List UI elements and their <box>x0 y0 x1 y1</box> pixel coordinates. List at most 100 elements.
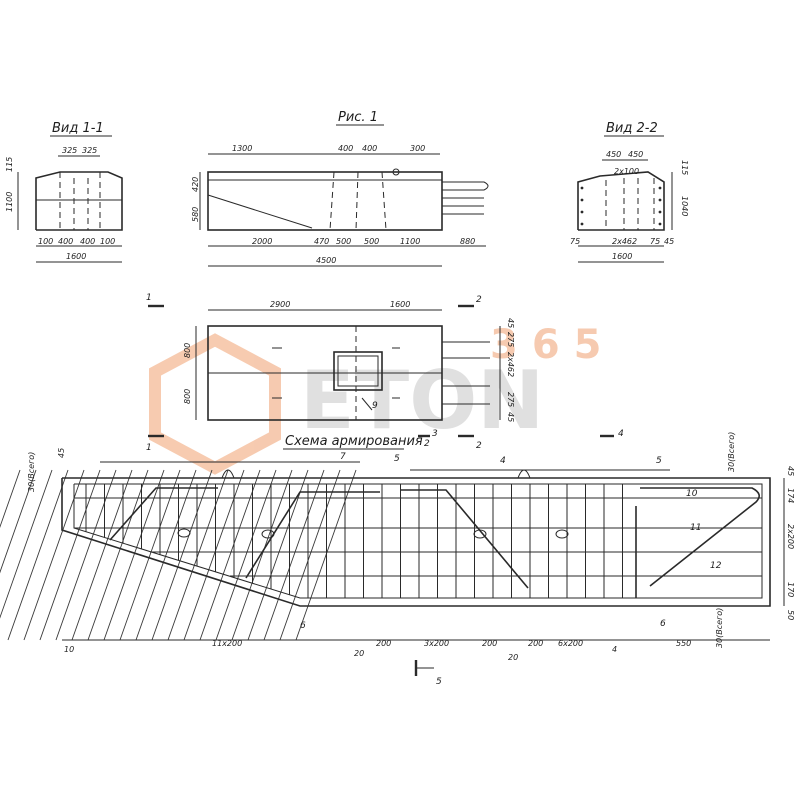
fig1-top-dim: 400 <box>362 144 377 153</box>
plan-top-dim: 2900 <box>270 300 290 309</box>
scheme-right-dim: 2x200 <box>786 524 795 549</box>
view-2-2: 450 450 2x100 115 1040 75 2x462 75 45 16… <box>570 150 689 263</box>
embed-plate-icon <box>555 529 569 539</box>
rebar-dot-icon <box>658 186 662 190</box>
bar-mark: 5 <box>394 454 400 464</box>
hatch-line <box>0 469 53 619</box>
fig1-slope-line <box>207 194 313 229</box>
view22-outline <box>577 171 665 231</box>
section-cut-label: 4 <box>618 429 624 439</box>
bar-mark: 12 <box>710 561 722 571</box>
section-cut-label: 2 <box>476 441 482 451</box>
lifting-loop-icon <box>221 469 235 479</box>
bent-bar <box>640 487 760 587</box>
view11-side-dim: 1100 <box>5 192 14 212</box>
plan-top-dim: 1600 <box>390 300 410 309</box>
scheme-right-dim: 50 <box>786 610 795 620</box>
scheme-right-dim: 45 <box>786 466 795 476</box>
plan-opening-label: 9 <box>372 401 378 411</box>
scheme-right-text: 30(Всего) <box>727 432 736 472</box>
hatch-line <box>23 469 85 641</box>
scheme-bottom-dim: 6x200 <box>558 639 583 648</box>
watermark: ETON 365 <box>149 322 602 475</box>
fig1-hidden-line <box>329 171 335 231</box>
view22-side-dim: 1040 <box>680 196 689 216</box>
embed-plate-icon <box>261 529 275 539</box>
lifting-loop-icon <box>392 168 400 176</box>
scheme-bottom-dim: 10 <box>64 645 74 654</box>
reinforcement-scheme: 7 5 4 5 10 11 12 6 6 45 30(Всего) 45 174… <box>0 432 795 687</box>
hatch-line <box>199 469 261 641</box>
view22-bottom-dim: 2x462 <box>612 237 637 246</box>
plan-side-dim: 45 <box>506 412 515 422</box>
fig1-side-dim: 420 <box>191 177 200 192</box>
plan-side-dim: 2x462 <box>506 352 515 377</box>
view11-top-dim: 325 <box>62 146 77 155</box>
fig1-side-dim: 580 <box>191 207 200 222</box>
hatch-line <box>247 469 309 641</box>
fig1-top-dim: 1300 <box>232 144 252 153</box>
fig1-bottom-dim: 500 <box>336 237 351 246</box>
title-view-1-1: Вид 1-1 <box>52 121 104 136</box>
scheme-bottom-dim: 3x200 <box>424 639 449 648</box>
hatch-line <box>135 469 197 641</box>
view11-overall-dim: 1600 <box>66 252 86 261</box>
bent-bar <box>400 489 529 589</box>
view11-top-dim: 325 <box>82 146 97 155</box>
plan-view: 2900 1600 800 800 45 275 2x462 275 45 9 … <box>146 293 624 453</box>
rebar-dot-icon <box>580 210 584 214</box>
plan-side-dim: 800 <box>183 343 192 358</box>
view11-bottom-dim: 100 <box>100 237 115 246</box>
bar-mark: 6 <box>300 621 306 631</box>
view11-bottom-dim: 400 <box>80 237 95 246</box>
bent-bar <box>109 487 218 541</box>
fig1-outline <box>207 171 443 231</box>
view22-bottom-dim: 75 <box>650 237 660 246</box>
scheme-bottom-extra: 4 <box>612 645 617 654</box>
view11-bottom-dim: 400 <box>58 237 73 246</box>
view11-outline <box>35 171 123 231</box>
plan-side-dim: 800 <box>183 389 192 404</box>
fig1-rebar-outlet <box>442 181 489 191</box>
bar-mark: 11 <box>690 523 701 533</box>
view22-overall-dim: 1600 <box>612 252 632 261</box>
section-cut-label: 1 <box>146 293 152 303</box>
stirrup-group <box>85 484 623 598</box>
fig1-top-dim: 400 <box>338 144 353 153</box>
bar-mark: 4 <box>500 456 506 466</box>
bar-mark: 6 <box>660 619 666 629</box>
hatch-line <box>263 469 325 641</box>
view11-side-dim: 115 <box>5 157 14 172</box>
hatch-line <box>183 469 245 641</box>
fig1-top-dim: 300 <box>410 144 425 153</box>
watermark-hexagon-icon <box>149 333 281 475</box>
section-cut-label: 3 <box>432 429 438 439</box>
title-scheme: Схема армирования <box>285 434 423 449</box>
section-cut-label: 1 <box>146 443 152 453</box>
fig1-hidden-line <box>355 171 359 231</box>
rebar-dot-icon <box>658 222 662 226</box>
section-cut-label: 5 <box>436 677 442 687</box>
view22-inner-dim: 2x100 <box>614 167 639 176</box>
view22-top-dim: 450 <box>628 150 643 159</box>
plan-side-dim: 45 <box>506 318 515 328</box>
hatch-line <box>215 469 277 641</box>
plan-opening <box>333 351 383 391</box>
plan-side-dim: 275 <box>506 332 515 347</box>
plan-side-dim: 275 <box>506 392 515 407</box>
hatch-line <box>103 469 165 641</box>
bar-mark: 7 <box>340 452 346 462</box>
bar-mark: 10 <box>686 489 698 499</box>
hatch-line <box>7 469 69 641</box>
view22-bottom-dim: 75 <box>570 237 580 246</box>
scheme-bottom-dim: 200 <box>376 639 391 648</box>
scheme-outline <box>61 477 771 607</box>
scheme-bottom-dim: 200 <box>528 639 543 648</box>
fig1-elevation: 1300 400 400 300 420 580 2000 470 500 50… <box>191 144 489 267</box>
rebar-dot-icon <box>658 210 662 214</box>
scheme-bottom-dim: 11x200 <box>212 639 242 648</box>
scheme-bottom-dim: 200 <box>482 639 497 648</box>
scheme-right-dim: 170 <box>786 582 795 597</box>
fig1-overall-dim: 4500 <box>316 256 336 265</box>
